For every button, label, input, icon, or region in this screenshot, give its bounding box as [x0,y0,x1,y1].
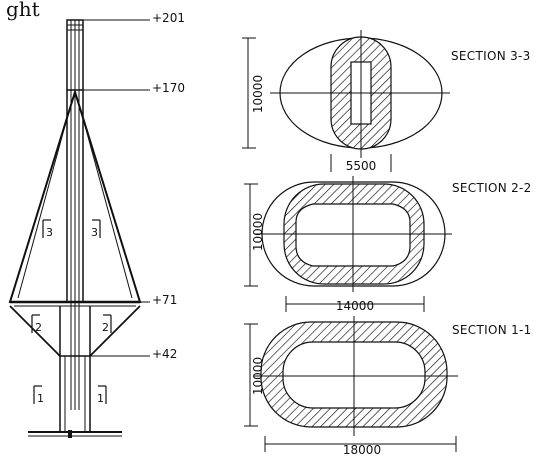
elevation-label-lower: +42 [152,347,177,361]
section-mark-2-right: 2 [102,321,109,334]
section-3-3-drawing [242,30,450,172]
section-mark-1-right: 1 [97,392,104,405]
section-1-1-drawing [244,316,458,452]
elevation-label-upper: +170 [152,81,185,95]
elevation-labels: +201 +170 +71 +42 [152,11,185,361]
base-marker [68,430,72,438]
heading-fragment: ght [6,0,40,21]
section-1-1-height-dim: 10000 [251,357,265,395]
section-2-2-width-dim: 14000 [336,299,374,313]
tower-elevation [8,19,150,438]
section-2-2-height-dim: 10000 [251,213,265,251]
section-mark-3-left: 3 [46,226,53,239]
section-3-3-height-dim: 10000 [251,75,265,113]
section-1-1-title: SECTION 1-1 [452,323,532,337]
section-2-2-drawing [244,176,452,312]
elevation-label-platform: +71 [152,293,177,307]
section-mark-3-right: 3 [91,226,98,239]
section-1-1-width-dim: 18000 [343,443,381,456]
section-3-3-title: SECTION 3-3 [451,49,531,63]
section-2-2-title: SECTION 2-2 [452,181,532,195]
section-marks: 3 3 2 2 1 1 [31,219,112,405]
section-mark-1-left: 1 [37,392,44,405]
section-mark-2-left: 2 [35,321,42,334]
elevation-label-top: +201 [152,11,185,25]
section-3-3-width-dim: 5500 [346,159,377,173]
